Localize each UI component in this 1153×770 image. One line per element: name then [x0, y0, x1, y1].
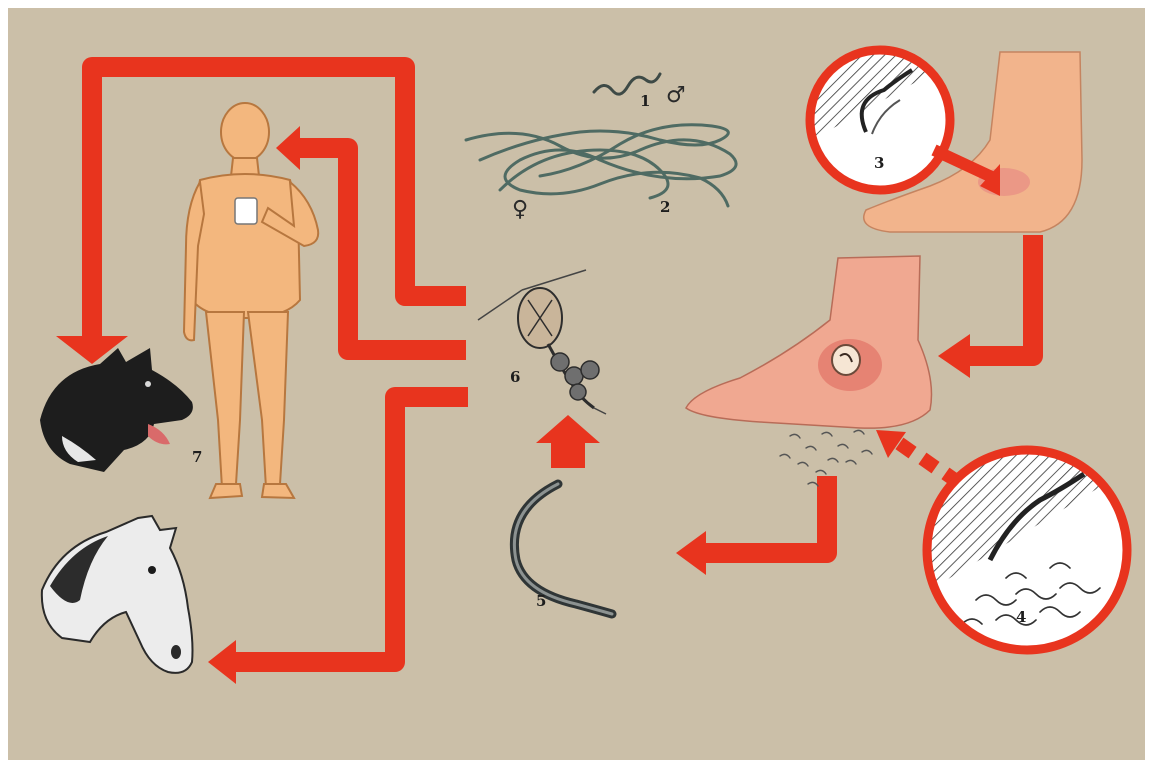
- label-5: 5: [536, 592, 546, 610]
- cup: [235, 198, 257, 224]
- label-1: 1: [640, 92, 650, 110]
- female-symbol: ♀: [512, 197, 528, 222]
- label-6: 6: [510, 368, 520, 386]
- label-3: 3: [874, 154, 884, 172]
- label-7: 7: [192, 448, 202, 466]
- male-symbol: ♂: [666, 83, 686, 108]
- label-2: 2: [660, 198, 670, 216]
- label-4: 4: [1016, 608, 1026, 626]
